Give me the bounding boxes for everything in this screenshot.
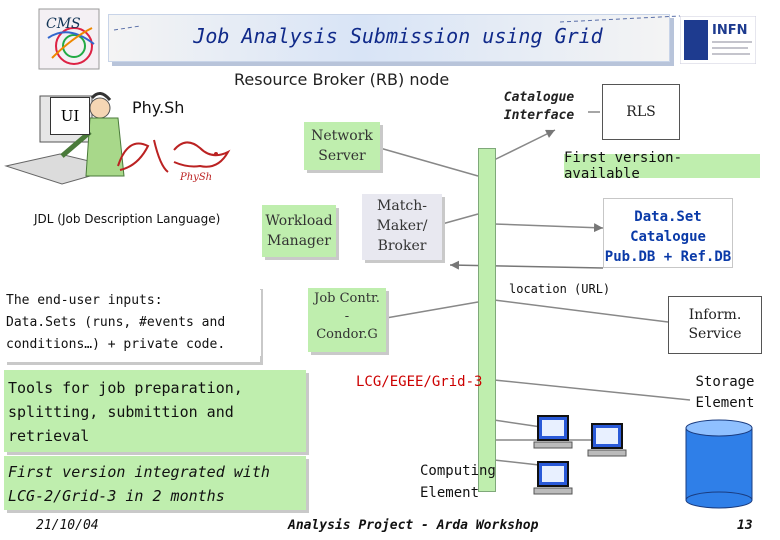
matchmaker-box: Match- Maker/ Broker bbox=[362, 194, 442, 260]
matchmaker-line-3: Broker bbox=[377, 238, 427, 254]
rls-box: RLS bbox=[602, 84, 680, 140]
svg-text:CMS: CMS bbox=[46, 16, 81, 32]
svg-text:PhySh: PhySh bbox=[179, 172, 212, 183]
jdl-label: JDL (Job Description Language) bbox=[34, 212, 221, 226]
network-server-line-1: Network bbox=[311, 128, 373, 144]
computer-icon-2 bbox=[587, 423, 627, 457]
computing-element-icons bbox=[533, 415, 627, 495]
ui-label: UI bbox=[50, 97, 90, 135]
tools-line-2: splitting, submittion and bbox=[8, 403, 234, 421]
grid-bus-bar bbox=[478, 148, 496, 492]
location-url-label: location (URL) bbox=[509, 282, 611, 296]
dataset-catalogue-line-2: Catalogue bbox=[630, 229, 706, 245]
job-controller-line-3: Condor.G bbox=[316, 327, 378, 342]
storage-element-label: Storage Element bbox=[680, 372, 770, 414]
tools-box bbox=[4, 370, 306, 452]
integrated-line-1: First version integrated with bbox=[8, 463, 270, 481]
workload-manager-box: Workload Manager bbox=[262, 205, 336, 257]
footer-date: 21/10/04 bbox=[36, 518, 99, 533]
integrated-text: First version integrated with LCG-2/Grid… bbox=[8, 460, 306, 508]
storage-element-line-2: Element bbox=[695, 395, 755, 411]
catalogue-interface-label: Catalogue Interface bbox=[496, 89, 582, 125]
svg-text:INFN: INFN bbox=[712, 23, 747, 38]
dataset-catalogue-box: Data.Set Catalogue Pub.DB + Ref.DB bbox=[603, 198, 733, 268]
computer-icon-3 bbox=[533, 461, 573, 495]
end-user-text: The end-user inputs: Data.Sets (runs, #e… bbox=[6, 290, 261, 356]
tools-line-3: retrieval bbox=[8, 427, 90, 445]
dataset-catalogue-line-1: Data.Set bbox=[634, 209, 702, 225]
title-banner bbox=[108, 14, 670, 62]
matchmaker-line-2: Maker/ bbox=[376, 218, 428, 234]
catalogue-interface-line-1: Catalogue bbox=[503, 90, 575, 105]
network-server-box: Network Server bbox=[304, 122, 380, 170]
tools-line-1: Tools for job preparation, bbox=[8, 379, 243, 397]
catalogue-interface-line-2: Interface bbox=[503, 108, 575, 123]
integrated-box bbox=[4, 456, 306, 510]
page-number: 13 bbox=[737, 518, 753, 533]
storage-cylinder-icon bbox=[685, 419, 753, 509]
physh-label: Phy.Sh bbox=[132, 98, 185, 117]
end-user-line-3: conditions…) + private code. bbox=[6, 337, 226, 352]
end-user-line-2: Data.Sets (runs, #events and bbox=[6, 315, 226, 330]
network-server-line-2: Server bbox=[318, 148, 366, 164]
resource-broker-label: Resource Broker (RB) node bbox=[234, 70, 450, 89]
job-controller-line-1: Job Contr. bbox=[314, 291, 380, 306]
computing-element-line-1: Computing bbox=[420, 463, 496, 479]
computing-element-line-2: Element bbox=[420, 485, 480, 501]
cms-logo: CMS bbox=[38, 8, 100, 70]
storage-element-line-1: Storage bbox=[695, 374, 755, 390]
matchmaker-line-1: Match- bbox=[377, 198, 427, 214]
workload-manager-line-2: Manager bbox=[267, 233, 331, 249]
integrated-line-2: LCG-2/Grid-3 in 2 months bbox=[8, 487, 225, 505]
dataset-catalogue-line-3: Pub.DB + Ref.DB bbox=[604, 249, 732, 265]
computing-element-label: Computing Element bbox=[420, 460, 520, 504]
page-title: Job Analysis Submission using Grid bbox=[193, 24, 603, 48]
inform-service-line-1: Inform. bbox=[688, 307, 742, 323]
first-version-available-badge: First version- available bbox=[564, 150, 760, 182]
inform-service-box: Inform. Service bbox=[668, 296, 762, 354]
end-user-line-1: The end-user inputs: bbox=[6, 293, 163, 308]
job-controller-box: Job Contr. - Condor.G bbox=[308, 288, 386, 352]
infn-logo: INFN bbox=[680, 16, 756, 64]
workload-manager-line-1: Workload bbox=[265, 213, 333, 229]
footer-bar bbox=[0, 514, 780, 540]
footer-title: Analysis Project - Arda Workshop bbox=[288, 518, 539, 533]
lcg-label: LCG/EGEE/Grid-3 bbox=[356, 374, 483, 390]
inform-service-line-2: Service bbox=[688, 326, 742, 342]
job-controller-line-2: - bbox=[344, 309, 350, 324]
physh-logo: PhySh bbox=[117, 139, 231, 183]
tools-text: Tools for job preparation, splitting, su… bbox=[8, 376, 306, 448]
computer-icon-1 bbox=[533, 415, 573, 449]
